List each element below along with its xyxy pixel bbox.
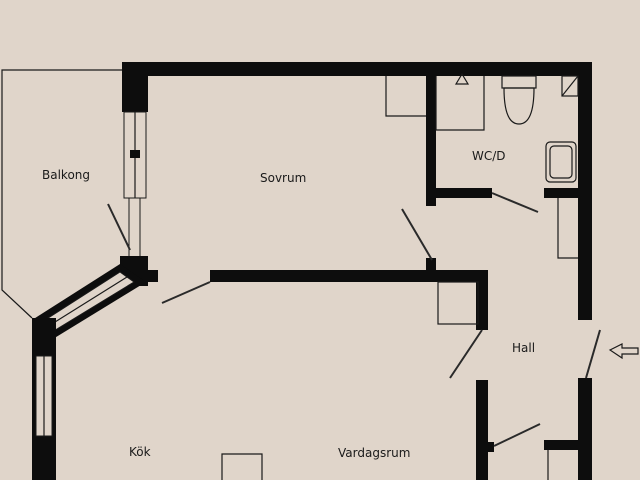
room-label-kok: Kök xyxy=(129,445,151,459)
top-wall xyxy=(122,62,592,76)
bedroom-closet xyxy=(385,76,426,117)
hall-wardrobe xyxy=(557,198,578,259)
bath-door xyxy=(493,423,541,447)
corner-column-cap xyxy=(144,270,158,282)
wc-left-wall xyxy=(426,62,436,206)
wc-shower xyxy=(435,76,485,131)
balcony-door-frame xyxy=(128,197,141,259)
diagonal-window-line xyxy=(46,276,128,328)
bath-door-post xyxy=(486,442,494,452)
entrance-door xyxy=(585,329,601,379)
hall-wall-upper xyxy=(476,270,488,330)
room-label-vardagsrum: Vardagsrum xyxy=(338,446,410,460)
room-label-sovrum: Sovrum xyxy=(260,171,306,185)
living-appliance xyxy=(221,453,263,480)
ventilation-diagonal xyxy=(561,75,579,97)
wc-sink xyxy=(545,141,577,183)
divider-end-post xyxy=(426,258,436,282)
balcony-outline xyxy=(1,69,122,319)
toilet-tank xyxy=(501,75,537,89)
entrance-arrow-icon xyxy=(608,343,639,360)
hall-door xyxy=(449,329,483,379)
bedroom-left-wall xyxy=(122,62,148,112)
lower-right-wall xyxy=(544,440,580,450)
wc-door xyxy=(491,192,539,213)
bedroom-window-mullion xyxy=(130,150,140,158)
right-wall xyxy=(578,62,592,320)
room-label-wc: WC/D xyxy=(472,149,506,163)
right-wall-lower xyxy=(578,378,592,480)
wc-sink-inner xyxy=(549,145,573,179)
hall-closet xyxy=(437,281,479,325)
ventilation-box xyxy=(561,75,579,97)
bedroom-door xyxy=(401,208,433,261)
room-label-balkong: Balkong xyxy=(42,168,90,182)
living-door-left xyxy=(161,281,211,304)
bedroom-divider-wall xyxy=(210,270,486,282)
wc-bottom-wall xyxy=(426,188,492,198)
toilet-bowl xyxy=(503,87,535,125)
room-label-hall: Hall xyxy=(512,341,535,355)
hall-wall-lower xyxy=(476,380,488,480)
wc-bottom-wall-right xyxy=(544,188,580,198)
balcony-door xyxy=(107,203,131,251)
shower-drain-icon xyxy=(454,72,470,85)
